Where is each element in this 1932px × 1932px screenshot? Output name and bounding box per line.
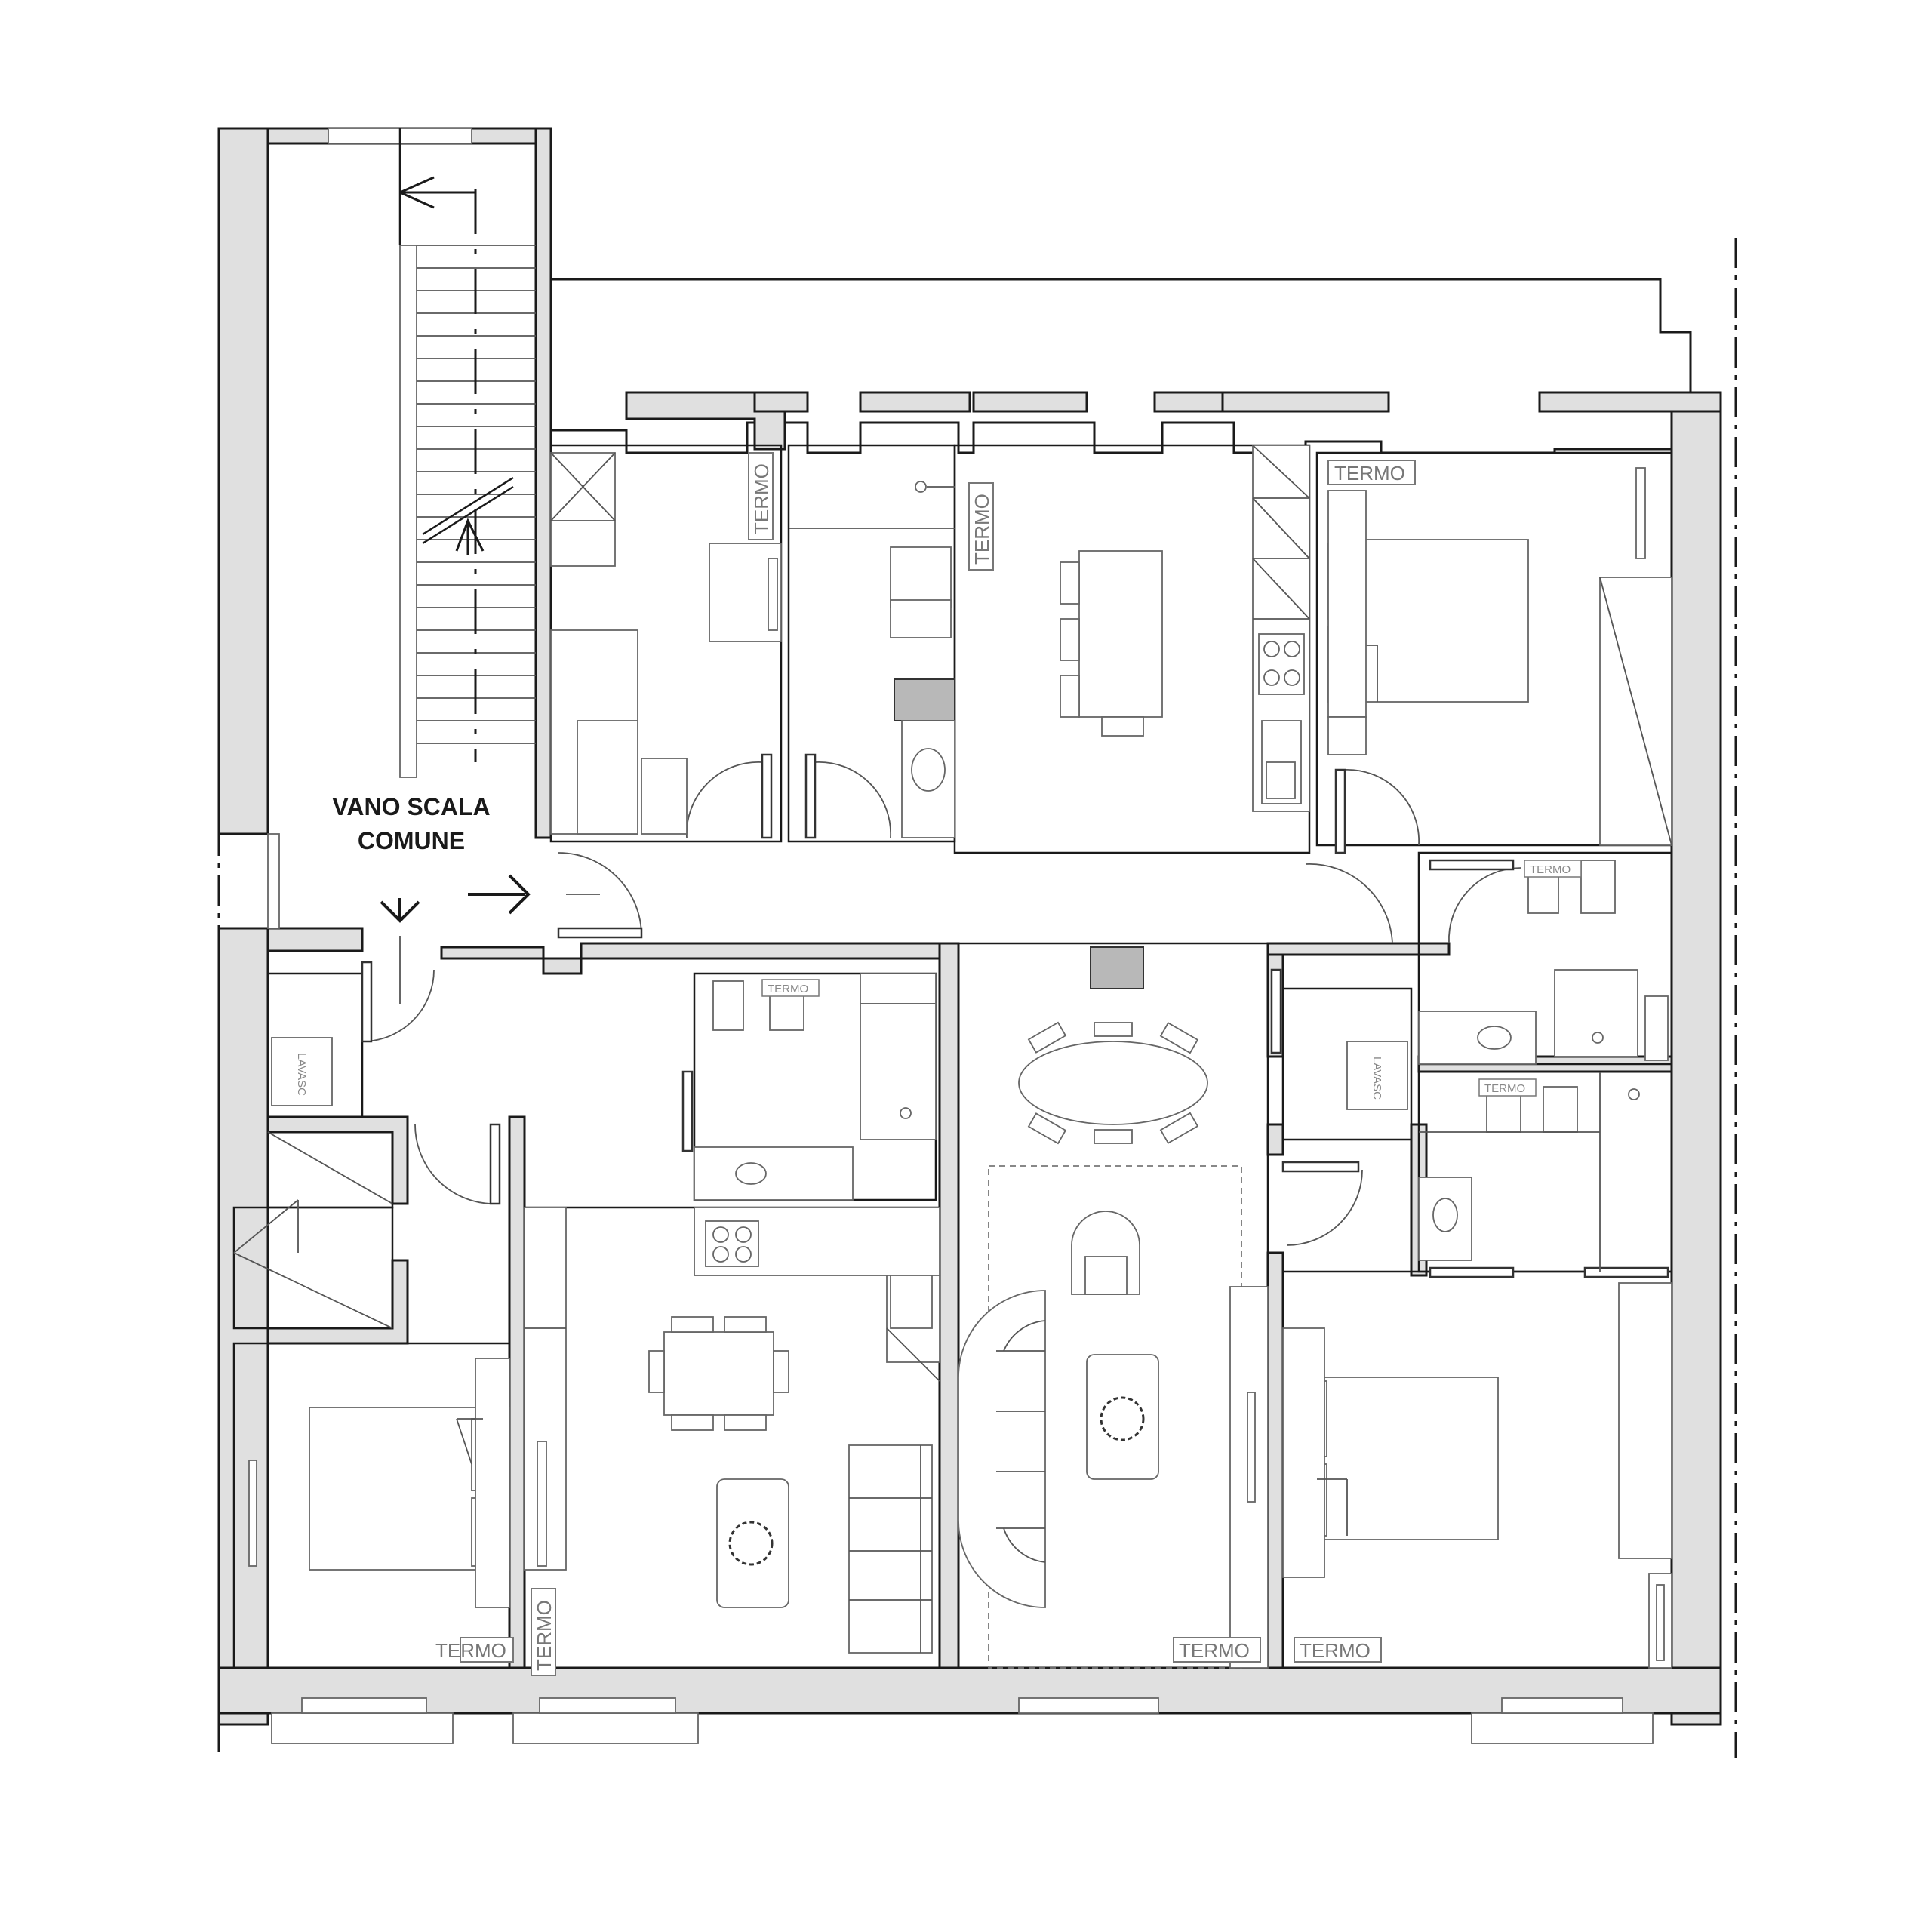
- entry-arrows: [380, 874, 531, 1004]
- svg-text:TERMO: TERMO: [1179, 1639, 1250, 1662]
- svg-text:TERMO: TERMO: [768, 983, 808, 995]
- furniture-bedroom-2: [1327, 467, 1672, 846]
- heater-label: TERMO: [531, 1588, 556, 1676]
- doors: [361, 753, 1669, 1278]
- svg-text:TERMO: TERMO: [435, 1639, 506, 1662]
- furniture-bedroom-4: [1282, 1282, 1672, 1669]
- heater-label: TERMO: [968, 482, 994, 571]
- stair-label-line1: VANO SCALA: [332, 793, 490, 820]
- furniture-living-mid: [958, 1165, 1269, 1669]
- furniture-bedroom-1: [550, 452, 782, 835]
- svg-text:TERMO: TERMO: [1300, 1639, 1371, 1662]
- heater-label-small: TERMO: [761, 979, 820, 997]
- svg-text:TERMO: TERMO: [1484, 1082, 1525, 1095]
- furniture-dining-centre: [1018, 946, 1208, 1145]
- svg-text:TERMO: TERMO: [533, 1600, 555, 1671]
- furniture-bath-centre: [694, 973, 937, 1201]
- stair-label: VANO SCALA COMUNE: [332, 793, 490, 854]
- svg-text:TERMO: TERMO: [1334, 462, 1405, 485]
- furniture-bath-right-1: [1418, 860, 1669, 1065]
- heater-label-small: TERMO: [1524, 860, 1582, 878]
- furniture-kitchen-top: [1060, 445, 1310, 812]
- furniture-laundry: [271, 1037, 1408, 1110]
- heater-label: TERMO: [748, 452, 774, 540]
- staircase: [398, 128, 536, 778]
- furniture-bath-top: [789, 481, 955, 838]
- laundry-label: LAVASC: [1371, 1057, 1383, 1100]
- heater-label: TERMO: [1173, 1637, 1261, 1663]
- furniture-bedroom-3: [248, 1358, 510, 1608]
- svg-text:TERMO: TERMO: [750, 463, 773, 534]
- heater-labels: TERMO TERMO TERMO TERMO TERMO TERMO TERM…: [435, 452, 1582, 1676]
- laundry-label: LAVASC: [295, 1053, 308, 1096]
- svg-text:TERMO: TERMO: [971, 494, 993, 565]
- heater-label: TERMO: [435, 1637, 514, 1663]
- heater-label-small: TERMO: [1478, 1078, 1537, 1097]
- furniture-living-left: [524, 1207, 940, 1654]
- heater-label: TERMO: [1294, 1637, 1382, 1663]
- laundry-labels: LAVASC LAVASC: [295, 1053, 1383, 1100]
- svg-text:TERMO: TERMO: [1530, 863, 1571, 876]
- stair-label-line2: COMUNE: [358, 827, 465, 854]
- structural-walls: [217, 127, 1722, 1726]
- heater-label: TERMO: [1327, 460, 1416, 485]
- furniture-bath-right-2: [1418, 1072, 1640, 1272]
